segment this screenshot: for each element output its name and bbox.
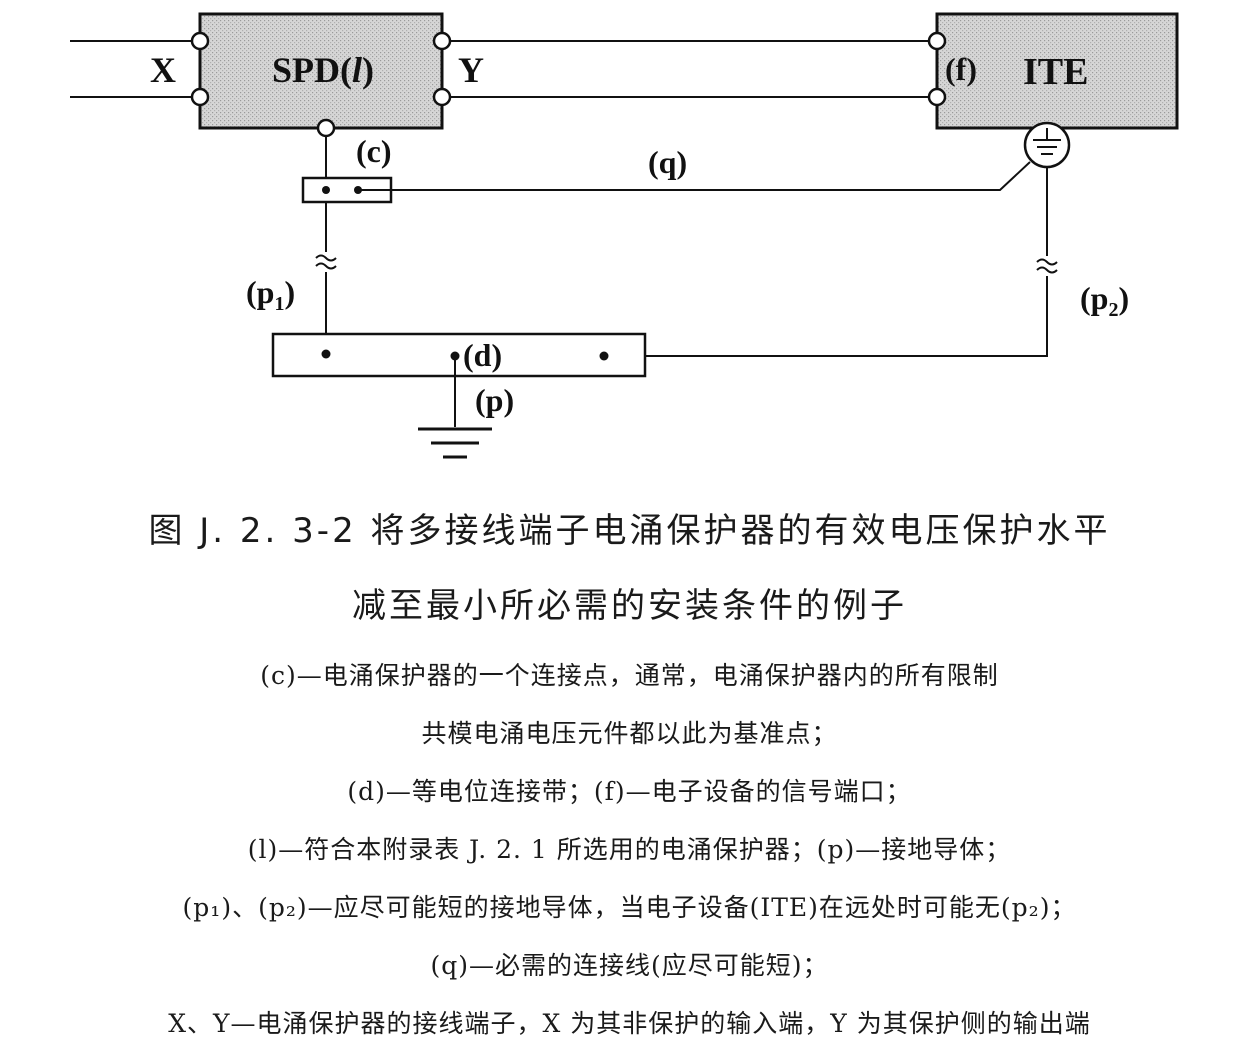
connection-point-1 <box>322 186 330 194</box>
spd-terminal-c <box>316 118 336 138</box>
label-q: (q) <box>648 144 687 180</box>
note-c-cont: 共模电涌电压元件都以此为基准点； <box>421 719 838 748</box>
label-p: (p) <box>475 382 514 418</box>
earth-ground-icon <box>418 427 492 459</box>
spd-terminal-x-bottom <box>190 87 210 107</box>
figure-title-line-2: 减至最小所必需的安装条件的例子 <box>352 586 907 626</box>
note-p1-p2: (p₁)、(p₂)—应尽可能短的接地导体，当电子设备(ITE)在远处时可能无(p… <box>182 893 1077 922</box>
label-d: (d) <box>463 337 502 373</box>
ite-box <box>935 12 1179 130</box>
conductor-p2-lower <box>604 276 1048 357</box>
note-d-f: (d)—等电位连接带；(f)—电子设备的信号端口； <box>347 777 912 806</box>
label-ite: ITE <box>1023 51 1088 93</box>
connection-line-q <box>358 161 1031 191</box>
spd-box <box>198 12 444 130</box>
bonding-point-p1 <box>321 349 331 359</box>
label-c: (c) <box>356 133 392 169</box>
ite-ground-icon <box>1023 121 1071 169</box>
label-p2: (p2) <box>1080 280 1129 321</box>
installation-diagram: X Y SPD(l) (f) ITE (c) (q) (p1) (p2) (d)… <box>70 12 1179 459</box>
ite-terminal-f-bottom <box>927 87 947 107</box>
note-c: (c)—电涌保护器的一个连接点，通常，电涌保护器内的所有限制 <box>260 661 999 690</box>
figure-title-line-1: 图 J. 2. 3-2 将多接线端子电涌保护器的有效电压保护水平 <box>148 511 1111 551</box>
bonding-point-p2 <box>599 351 609 361</box>
note-l-p: (l)—符合本附录表 J. 2. 1 所选用的电涌保护器；(p)—接地导体； <box>247 835 1012 864</box>
note-x-y: X、Y—电涌保护器的接线端子，X 为其非保护的输入端，Y 为其保护侧的输出端 <box>168 1009 1091 1038</box>
label-terminal-x: X <box>150 50 176 90</box>
label-spd: SPD(l) <box>272 50 374 90</box>
note-q: (q)—必需的连接线(应尽可能短)； <box>430 951 829 980</box>
ite-terminal-f-top <box>927 31 947 51</box>
spd-terminal-y-top <box>432 31 452 51</box>
break-mark-p2-icon <box>1036 258 1058 274</box>
break-mark-p1-icon <box>315 254 337 270</box>
spd-terminal-y-bottom <box>432 87 452 107</box>
label-p1: (p1) <box>246 274 295 315</box>
label-f: (f) <box>945 51 977 87</box>
label-terminal-y: Y <box>458 50 484 90</box>
spd-terminal-x-top <box>190 31 210 51</box>
